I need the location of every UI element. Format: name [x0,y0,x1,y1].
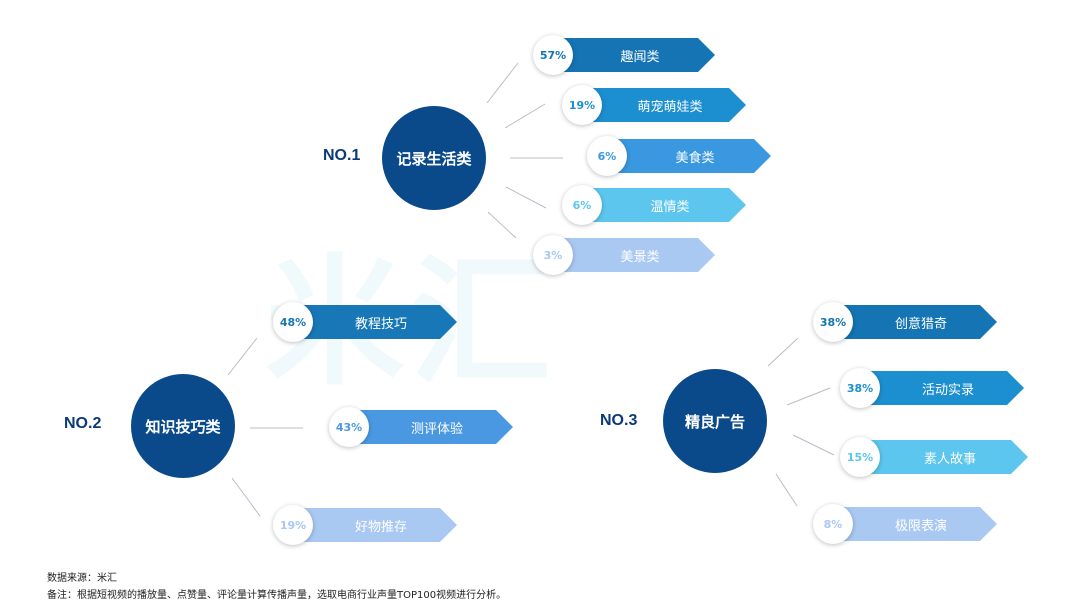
connector-line [486,62,519,104]
percent-badge: 38% [813,302,853,342]
connector-line [792,434,835,456]
subcategory-arrow: 素人故事 [860,440,1028,474]
percent-badge: 38% [840,368,880,408]
subcategory-arrow: 美景类 [553,238,715,272]
subcategory-label: 美景类 [620,249,660,265]
connector-line [504,103,546,129]
subcategory-arrow: 好物推存 [293,508,457,542]
connector-line [227,337,258,376]
percent-badge: 6% [587,136,627,176]
rank-label: NO.3 [600,412,638,429]
percent-badge: 8% [813,504,853,544]
percent-badge: 48% [273,302,313,342]
connector-line [487,211,517,239]
category-hub: 知识技巧类 [131,374,235,478]
footer-source: 数据来源：米汇 [47,573,117,584]
subcategory-label: 极限表演 [894,518,947,534]
percent-badge: 19% [562,85,602,125]
rank-label: NO.2 [64,415,102,432]
subcategory-label: 美食类 [675,150,715,166]
connector-line [775,473,798,507]
subcategory-arrow: 萌宠萌娃类 [582,88,746,122]
percent-badge: 19% [273,505,313,545]
rank-label: NO.1 [323,147,361,164]
subcategory-label: 好物推存 [354,519,407,535]
connector-line [505,186,547,209]
subcategory-label: 温情类 [650,199,690,215]
subcategory-arrow: 创意猎奇 [833,305,997,339]
connector-line [786,387,831,406]
subcategory-label: 测评体验 [410,421,463,437]
connector-line [767,337,799,367]
subcategory-arrow: 美食类 [607,139,771,173]
category-hub: 精良广告 [663,369,767,473]
subcategory-arrow: 趣闻类 [553,38,715,72]
footer-note: 备注：根据短视频的播放量、点赞量、评论量计算传播声量，选取电商行业声量TOP10… [47,590,507,601]
subcategory-arrow: 教程技巧 [293,305,457,339]
category-hub: 记录生活类 [382,106,486,210]
subcategory-label: 素人故事 [923,451,976,467]
subcategory-label: 教程技巧 [354,316,407,332]
subcategory-arrow: 极限表演 [833,507,997,541]
percent-badge: 57% [533,35,573,75]
subcategory-label: 活动实录 [921,382,974,398]
subcategory-label: 趣闻类 [620,49,660,65]
subcategory-label: 创意猎奇 [894,316,947,332]
subcategory-arrow: 测评体验 [349,410,513,444]
subcategory-label: 萌宠萌娃类 [637,99,703,115]
percent-badge: 15% [840,437,880,477]
subcategory-arrow: 温情类 [582,188,746,222]
percent-badge: 6% [562,185,602,225]
connector-line [231,477,261,517]
percent-badge: 43% [329,407,369,447]
subcategory-arrow: 活动实录 [860,371,1024,405]
percent-badge: 3% [533,235,573,275]
